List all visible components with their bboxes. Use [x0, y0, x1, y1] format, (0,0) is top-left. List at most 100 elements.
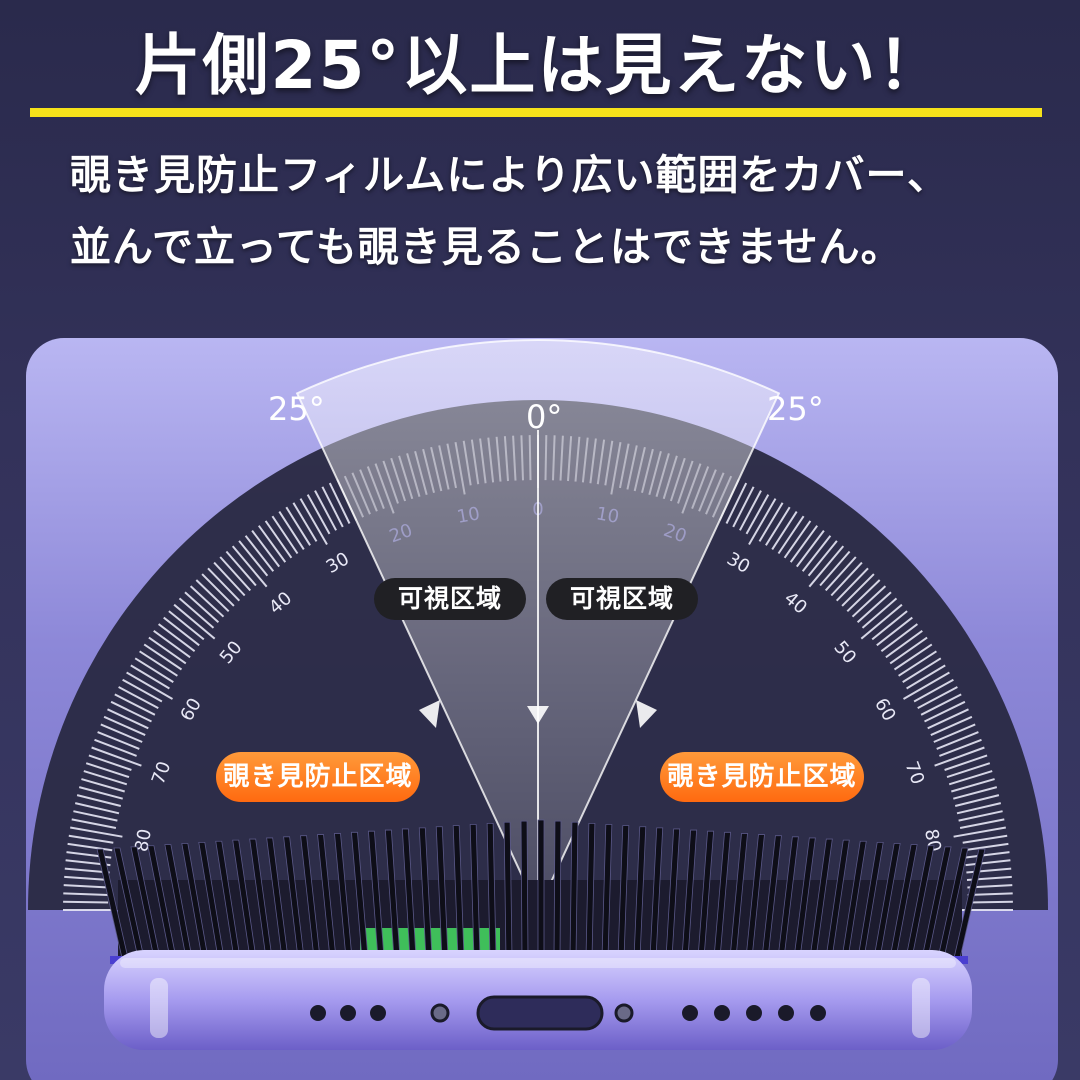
scale-tick [143, 643, 183, 671]
scale-tick [81, 778, 125, 793]
scale-tick [902, 657, 942, 683]
scale-tick [231, 545, 268, 588]
scale-tick [67, 842, 113, 852]
scale-tick [118, 686, 159, 709]
scale-tick [100, 723, 143, 743]
scale-tick [944, 754, 988, 771]
scale-tick [97, 731, 140, 750]
scale-tick [951, 778, 995, 793]
scale-tick [126, 671, 173, 700]
scale-tick [130, 664, 170, 690]
scale-tick [114, 693, 156, 716]
scale-tick [953, 826, 1006, 838]
scale-tick [934, 746, 985, 767]
scale-tick [328, 482, 351, 524]
scale-tick [63, 884, 109, 889]
scale-tick [219, 556, 252, 592]
scale-tick [745, 494, 770, 535]
scale-tick [758, 502, 784, 542]
scale-tick [807, 540, 838, 577]
scale-tick [954, 794, 1000, 807]
privacy-zone-label-left: 覗き見防止区域 [216, 752, 420, 802]
scale-tick [94, 738, 137, 757]
scale-tick [732, 486, 755, 528]
scale-tick [73, 810, 118, 822]
scale-tick [321, 486, 344, 528]
scale-tick [871, 610, 908, 641]
scale-tick [213, 561, 246, 597]
scale-tick [956, 802, 1002, 815]
scale-tick [306, 494, 331, 535]
scale-tick [777, 515, 805, 555]
scale-tick [314, 490, 337, 531]
scale-tick [893, 643, 933, 671]
scale-tick [930, 715, 973, 737]
scale-tick [898, 650, 937, 677]
scale-tick [292, 502, 318, 542]
scale-tick [74, 802, 120, 815]
scale-tick [965, 859, 1011, 867]
scale-tick [168, 610, 205, 641]
scale-tick [178, 597, 215, 629]
scale-tick [946, 762, 991, 779]
scale-tick [924, 700, 966, 723]
scale-tick [771, 511, 798, 550]
scale-tick [76, 794, 122, 807]
angle-label-left: 25° [268, 390, 325, 428]
scale-tick [264, 520, 293, 559]
scale-tick [63, 900, 109, 904]
scale-tick [860, 603, 903, 640]
scale-tick [68, 834, 114, 844]
scale-tick [819, 550, 851, 587]
headline-underline [30, 108, 1042, 117]
scale-tick [880, 623, 919, 652]
scale-tick [725, 482, 748, 524]
scale-tick [903, 671, 950, 700]
scale-tick [933, 723, 976, 743]
scale-tick [91, 746, 142, 767]
scale-tick [148, 636, 187, 665]
scale-tick [851, 585, 887, 618]
scale-tick [244, 535, 275, 572]
scale-tick [64, 875, 110, 881]
scale-tick [913, 678, 954, 703]
scale-tick [103, 715, 146, 737]
scale-tick [122, 678, 163, 703]
scale-tick [906, 664, 946, 690]
scale-tick [958, 810, 1003, 822]
scale-tick [285, 506, 311, 546]
scale-tick [962, 834, 1008, 844]
scale-tick [801, 535, 832, 572]
louver-fin [553, 820, 562, 959]
scale-tick [173, 603, 216, 640]
scale-tick [964, 851, 1010, 859]
scale-tick [88, 754, 132, 771]
scale-tick [71, 818, 117, 829]
scale-tick [830, 561, 863, 597]
scale-tick [856, 591, 892, 624]
scale-tick [278, 511, 305, 550]
scale-tick [936, 731, 979, 750]
scale-tick [184, 591, 220, 624]
scale-tick [201, 573, 235, 607]
scale-tick [83, 770, 128, 786]
scale-tick [861, 597, 898, 629]
privacy-zone-label-right: 覗き見防止区域 [660, 752, 864, 802]
scale-tick [110, 700, 152, 723]
scale-tick [920, 693, 962, 716]
scale-tick [824, 556, 857, 592]
scale-tick [835, 567, 869, 602]
scale-tick [917, 686, 958, 709]
scale-tick [163, 616, 200, 647]
arrow-head-left [419, 700, 440, 728]
scale-tick [157, 623, 196, 652]
louver-fin [520, 820, 529, 959]
angle-label-right: 25° [767, 390, 824, 428]
scale-tick [257, 525, 287, 563]
scale-tick [299, 498, 328, 545]
scale-tick [139, 650, 178, 677]
scale-tick [963, 842, 1009, 852]
scale-tick [189, 585, 225, 618]
scale-tick [70, 826, 123, 838]
